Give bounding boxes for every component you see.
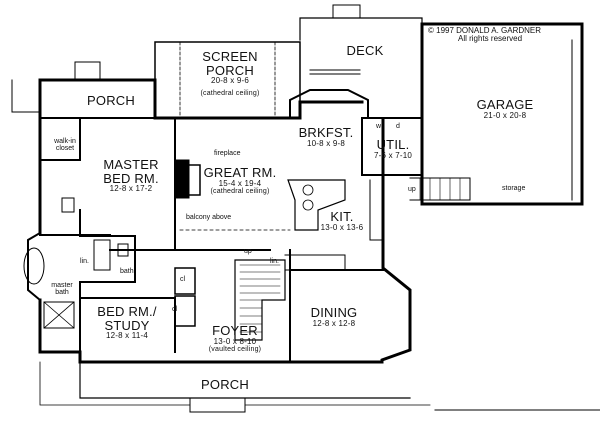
linen-label: lin.	[80, 258, 89, 265]
storage-label: storage	[502, 185, 526, 192]
room-note: (cathedral ceiling)	[210, 188, 270, 196]
garage-wall	[420, 22, 584, 206]
room-dims: 15-4 x 19-4	[218, 178, 262, 188]
room-name: GARAGE	[476, 97, 534, 112]
room-name: DECK	[346, 43, 384, 58]
room-dims: 21-0 x 20-8	[483, 110, 527, 120]
bath-label: bath	[120, 268, 134, 275]
label-line: bath	[55, 289, 69, 297]
room-dining: DINING 12-8 x 12-8	[304, 306, 364, 328]
deck-rail	[309, 69, 361, 75]
kitchen-island	[287, 179, 346, 231]
front-porch	[79, 361, 411, 399]
walk-in-closet-label: walk-in closet	[50, 138, 80, 153]
room-dims: 12-8 x 17-2	[109, 184, 153, 194]
room-name: GREAT RM.	[203, 165, 277, 180]
room-screen-porch: SCREEN PORCH 20-8 x 9-6 (cathedral ceili…	[200, 50, 260, 97]
left-porch-steps	[74, 61, 101, 81]
bath-tub	[93, 239, 111, 271]
room-garage: GARAGE 21-0 x 20-8	[470, 98, 540, 120]
copyright-line-2: All rights reserved	[458, 34, 523, 44]
fireplace-label: fireplace	[214, 150, 241, 157]
bath-walls	[79, 235, 136, 283]
toilet-master	[61, 197, 75, 213]
dryer-label: d	[396, 123, 400, 130]
room-name: PORCH	[206, 62, 254, 78]
master-bath-label: master bath	[48, 282, 76, 297]
room-name: PORCH	[201, 377, 249, 392]
room-bed-study: BED RM./ STUDY 12-8 x 11-4	[92, 305, 162, 341]
front-rail	[39, 361, 431, 406]
dining-wall	[289, 249, 384, 363]
room-dims: 13-0 x 8-10	[213, 336, 257, 346]
closet-label-1: cl	[180, 276, 186, 283]
room-name: BRKFST.	[298, 125, 354, 140]
room-dims: 7-6 x 7-10	[373, 150, 413, 160]
deck-stairs	[332, 4, 361, 19]
shower	[43, 301, 75, 329]
kitchen-counter	[369, 179, 384, 241]
room-dims: 12-8 x 12-8	[312, 318, 356, 328]
balcony-above-label: balcony above	[186, 214, 232, 221]
room-master-bed: MASTER BED RM. 12-8 x 17-2	[96, 158, 166, 194]
room-name: STUDY	[104, 317, 150, 333]
master-bath-bay	[27, 231, 42, 302]
room-kit: KIT. 13-0 x 13-6	[312, 210, 372, 232]
label-line: walk-in	[54, 138, 76, 145]
room-note: (cathedral ceiling)	[200, 89, 260, 97]
utility-wall	[361, 117, 423, 176]
room-name: FOYER	[212, 323, 258, 338]
room-name: MASTER	[103, 157, 159, 172]
exterior-wall	[38, 78, 412, 364]
linen-label-2: lin.	[270, 258, 279, 265]
room-dims: 10-8 x 9-8	[306, 138, 346, 148]
garage-stair-up-label: up	[408, 186, 416, 193]
washer-label: w	[376, 123, 382, 130]
fireplace-hearth	[174, 159, 190, 199]
screen-porch-posts	[179, 41, 276, 119]
front-steps	[189, 397, 246, 413]
room-name: BED RM.	[103, 170, 159, 186]
closet-2	[174, 295, 196, 327]
room-brkfst: BRKFST. 10-8 x 9-8	[296, 126, 356, 148]
room-porch-front: PORCH	[200, 378, 250, 392]
room-dims: 20-8 x 9-6	[210, 76, 250, 86]
room-dims: 13-0 x 13-6	[320, 222, 364, 232]
room-name: KIT.	[330, 209, 354, 224]
fireplace-front	[188, 164, 201, 196]
copyright-notice: © 1997 DONALD A. GARDNER All rights rese…	[428, 26, 542, 44]
room-great: GREAT RM. 15-4 x 19-4 (cathedral ceiling…	[200, 166, 280, 195]
closet-label-2: cl	[172, 306, 178, 313]
closet-1	[174, 267, 196, 295]
left-porch-outline	[11, 79, 41, 113]
room-dims: 12-8 x 11-4	[105, 331, 149, 341]
deck-outline	[299, 17, 423, 71]
room-note: (vaulted ceiling)	[208, 346, 262, 354]
room-name: DINING	[310, 305, 358, 320]
copyright-line-1: © 1997 DONALD A. GARDNER	[428, 26, 542, 35]
great-room-wall	[174, 117, 291, 251]
tub	[23, 247, 45, 285]
bay-wall-brkfst	[289, 89, 369, 119]
room-name: UTIL.	[376, 137, 410, 152]
room-deck: DECK	[340, 44, 390, 58]
label-line: master	[51, 282, 73, 289]
stair-up-label: up	[244, 248, 252, 255]
room-porch-left: PORCH	[86, 94, 136, 108]
stair-treads	[239, 264, 281, 333]
room-util: UTIL. 7-6 x 7-10	[366, 138, 420, 160]
room-name: PORCH	[87, 93, 135, 108]
linen-box	[284, 254, 346, 271]
room-name: BED RM./	[97, 304, 157, 319]
room-name: SCREEN	[202, 49, 258, 64]
room-foyer: FOYER 13-0 x 8-10 (vaulted ceiling)	[200, 324, 270, 353]
bath-toilet	[117, 243, 129, 257]
label-line: closet	[55, 145, 75, 153]
